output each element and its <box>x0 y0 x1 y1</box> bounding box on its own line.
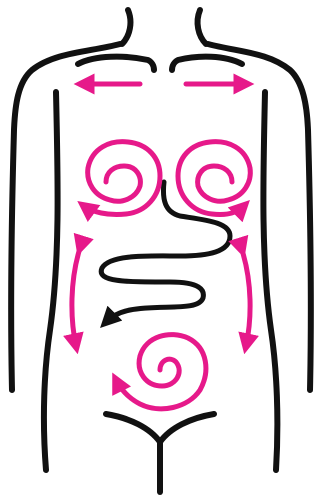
left-side-arrow <box>72 248 80 346</box>
left-collarbone <box>78 57 154 70</box>
neck-left-line <box>122 10 130 44</box>
left-shoulder-arm-line <box>11 44 120 390</box>
lower-spiral-arrow <box>116 335 206 409</box>
upper-right-spiral-arrow <box>178 142 250 202</box>
right-side-arrow <box>242 250 250 346</box>
right-torso-side <box>263 92 277 470</box>
upper-left-spiral-arrow <box>84 142 160 215</box>
pelvis-curve <box>106 414 214 442</box>
torso-outline <box>11 10 311 492</box>
right-shoulder-arm-line <box>208 44 311 390</box>
neck-right-line <box>198 10 206 44</box>
right-collarbone <box>172 57 242 70</box>
left-torso-side <box>44 92 58 470</box>
